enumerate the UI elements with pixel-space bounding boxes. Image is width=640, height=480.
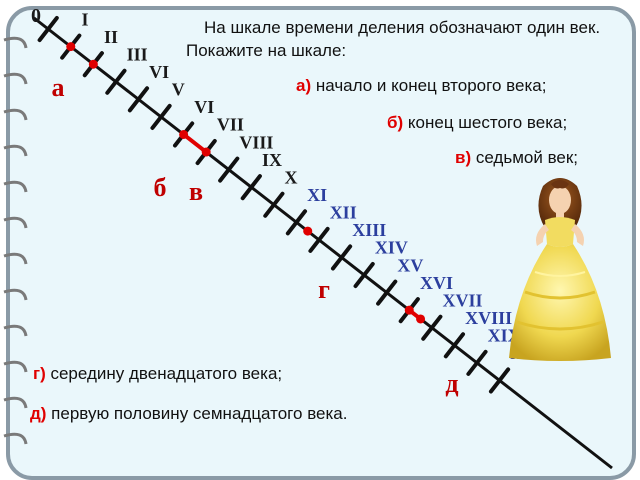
task-a: а) начало и конец второго века; [296, 76, 546, 96]
task-d: д) первую половину семнадцатого века. [30, 404, 347, 424]
answer-letter: в [189, 177, 203, 206]
century-label: XVIII [465, 308, 512, 328]
task-d-letter: д) [30, 404, 47, 423]
notebook-rings [3, 36, 28, 445]
answer-letter: д [445, 369, 458, 398]
princess-illustration [509, 178, 611, 361]
century-label: VI [149, 62, 169, 82]
answer-dot [66, 42, 76, 52]
notebook-ring [3, 432, 28, 445]
answer-dot [416, 314, 426, 324]
answer-letter: г [318, 275, 330, 304]
task-intro: На шкале времени деления обозначают один… [186, 18, 601, 60]
task-a-text: начало и конец второго века; [311, 76, 547, 95]
timeline-tick [330, 244, 353, 271]
century-label: XI [307, 185, 327, 205]
answer-dot [88, 59, 98, 69]
century-label: XIV [375, 238, 408, 258]
task-g-letter: г) [33, 364, 46, 383]
notebook-ring [3, 396, 28, 409]
century-labels: IIIIIIVIVVIVIIVIIIIXXXIXIIXIIIXIVXVXVIXV… [81, 9, 536, 363]
task-a-letter: а) [296, 76, 312, 95]
notebook-ring [3, 180, 28, 193]
answer-letter: б [154, 173, 167, 202]
century-label: VIII [239, 132, 273, 152]
century-label: VI [194, 97, 214, 117]
task-d-text: первую половину семнадцатого века. [46, 404, 348, 423]
timeline-tick [105, 68, 127, 95]
task-v-letter: в) [455, 148, 472, 167]
notebook-ring [3, 72, 28, 85]
timeline-tick [285, 209, 308, 236]
task-v-text: седьмой век; [471, 148, 579, 167]
answer-dot [201, 147, 211, 157]
century-label: VII [217, 115, 244, 135]
task-v: в) седьмой век; [455, 148, 578, 168]
timeline-tick [37, 16, 59, 43]
century-label: XIII [352, 220, 386, 240]
answer-letter: а [52, 73, 65, 102]
timeline-tick [421, 314, 443, 341]
timeline-tick [218, 156, 240, 183]
timeline-tick [376, 279, 398, 306]
timeline-tick [488, 367, 511, 394]
notebook-ring [3, 216, 28, 229]
task-g-text: середину двенадцатого века; [45, 364, 283, 383]
timeline-axis [33, 16, 613, 470]
century-label: XVII [443, 290, 483, 310]
century-label: V [172, 80, 185, 100]
century-label: II [104, 27, 118, 47]
timeline-tick [466, 349, 488, 376]
century-label: XV [397, 255, 423, 275]
notebook-ring [3, 108, 28, 121]
notebook-ring [3, 144, 28, 157]
timeline-tick [150, 103, 172, 130]
century-label: IX [262, 150, 282, 170]
century-label: III [127, 44, 148, 64]
task-b: б) конец шестого века; [387, 113, 567, 133]
notebook-ring [3, 360, 28, 373]
century-label: XII [330, 203, 357, 223]
timeline-tick [127, 86, 150, 113]
answer-segment [182, 132, 208, 154]
notebook-ring [3, 252, 28, 265]
timeline-tick [353, 261, 375, 289]
timeline-zero-label: 0 [31, 5, 41, 27]
task-g: г) середину двенадцатого века; [33, 364, 282, 384]
notebook-ring [3, 36, 28, 49]
answer-dot [303, 226, 313, 236]
century-label: I [81, 9, 88, 29]
timeline-ticks [37, 16, 511, 394]
century-label: XVI [420, 273, 453, 293]
timeline-tick [443, 332, 466, 359]
notebook-ring [3, 324, 28, 337]
timeline-tick [308, 226, 330, 253]
task-b-text: конец шестого века; [403, 113, 568, 132]
century-label: X [285, 167, 298, 187]
task-b-letter: б) [387, 113, 404, 132]
answer-dot [179, 129, 189, 139]
notebook-ring [3, 288, 28, 301]
timeline-tick [240, 174, 262, 201]
answer-dot [404, 305, 414, 315]
timeline-tick [263, 191, 285, 218]
